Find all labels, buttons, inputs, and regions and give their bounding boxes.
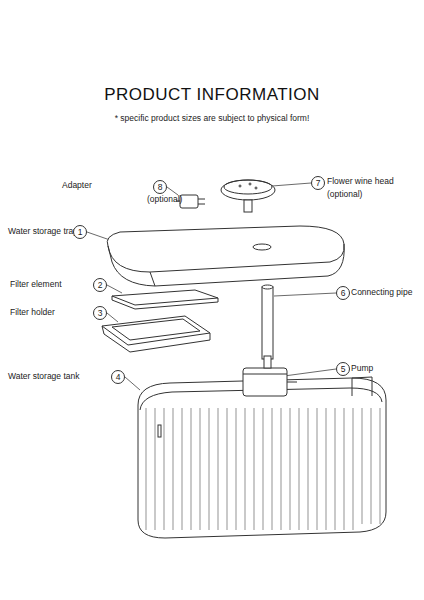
part-name: Water storage tray [8,227,78,236]
callout-number: 7 [316,179,321,188]
note-text: * specific product sizes are subject to … [115,114,310,123]
callout-number: 5 [341,365,346,374]
part-name: Filter element [10,280,62,289]
water-storage-tray [107,226,344,286]
part-name: Connecting pipe [351,288,412,297]
flower-head [221,180,275,212]
callout-number: 8 [158,183,163,192]
callout-circle: 8 [153,180,167,194]
optional-note: (optional) [147,195,182,204]
page-title: PRODUCT INFORMATION [104,86,320,105]
filter-holder [102,316,210,352]
filter-element [112,290,218,309]
callout-circle: 2 [93,278,107,292]
water-storage-tank [138,377,386,538]
callout-number: 2 [98,281,103,290]
pump [243,356,297,396]
callout-circle: 3 [93,306,107,320]
callout-circle: 5 [336,362,350,376]
part-name: Adapter [62,181,92,190]
callout-circle: 1 [73,225,87,239]
part-name: Flower wine head [327,177,394,186]
callout-circle: 6 [336,286,350,300]
callout-number: 3 [98,309,103,318]
part-name: Pump [351,364,373,373]
part-name: Filter holder [10,308,55,317]
leader-lines [87,183,336,390]
part-name: Water storage tank [8,372,80,381]
callout-circle: 7 [311,176,325,190]
callout-number: 1 [78,228,83,237]
callout-number: 6 [341,289,346,298]
callout-number: 4 [116,373,121,382]
callout-circle: 4 [111,370,125,384]
connecting-pipe [262,285,273,359]
tank-ribs [146,408,380,530]
optional-note: (optional) [327,190,362,199]
